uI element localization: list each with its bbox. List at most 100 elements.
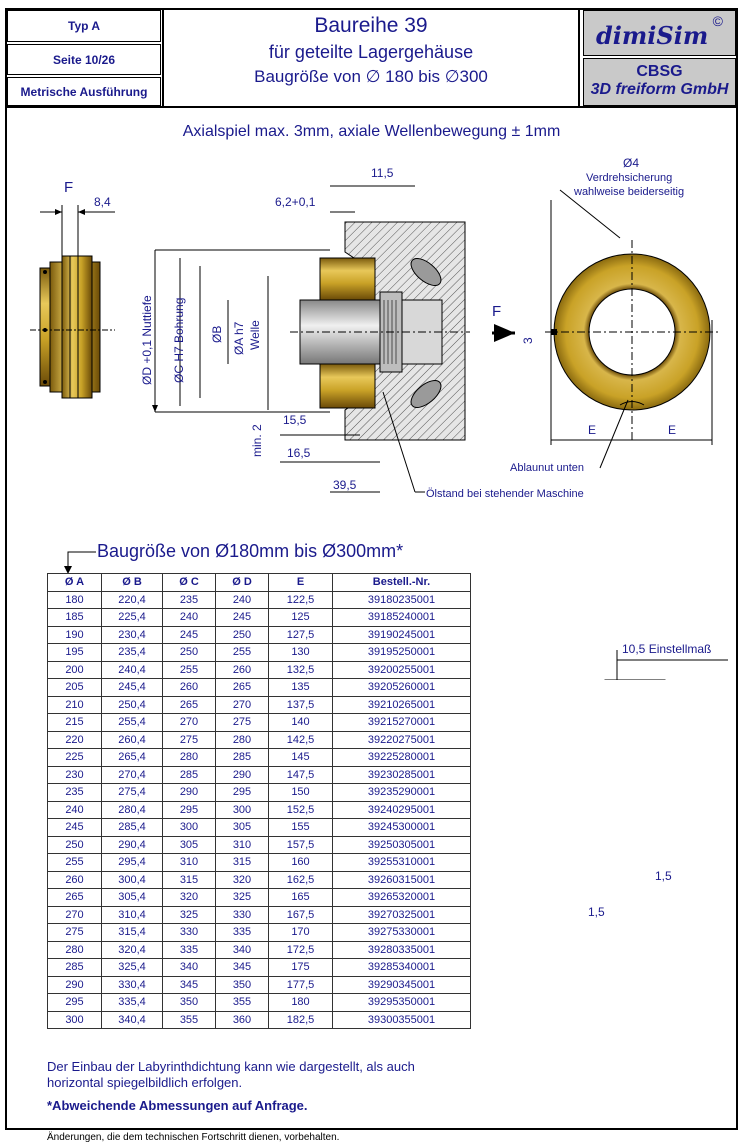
table-cell: 122,5 <box>268 590 333 609</box>
side-force-label: F <box>64 179 74 196</box>
table-cell: 157,5 <box>268 835 333 854</box>
table-cell: 245,4 <box>101 678 163 697</box>
table-cell: 132,5 <box>268 660 333 679</box>
table-cell: 240 <box>162 608 216 627</box>
table-cell: 240,4 <box>101 660 163 679</box>
table-cell: 280 <box>47 940 102 959</box>
table-cell: 270 <box>215 695 269 714</box>
table-cell: 39275330001 <box>332 923 471 942</box>
variant-cell: Metrische Ausführung <box>7 77 161 106</box>
logo-brand: dimiSim <box>596 21 709 50</box>
col-header-order: Bestell.-Nr. <box>332 573 471 592</box>
table-cell: 305,4 <box>101 888 163 907</box>
detail-view <box>604 650 728 680</box>
table-cell: 300 <box>162 818 216 837</box>
table-cell: 137,5 <box>268 695 333 714</box>
table-cell: 310,4 <box>101 905 163 924</box>
logo-company-2: 3D freiform GmbH <box>590 81 729 98</box>
table-cell: 315 <box>162 870 216 889</box>
table-cell: 39220275001 <box>332 730 471 749</box>
page-subtitle-2: Baugröße von ∅ 180 bis ∅300 <box>254 67 488 86</box>
table-cell: 39250305001 <box>332 835 471 854</box>
table-cell: 335 <box>215 923 269 942</box>
table-cell: 167,5 <box>268 905 333 924</box>
table-cell: 180 <box>268 993 333 1012</box>
table-cell: 260 <box>162 678 216 697</box>
table-cell: 290 <box>162 783 216 802</box>
table-cell: 260,4 <box>101 730 163 749</box>
table-cell: 320 <box>215 870 269 889</box>
label-dia-B: ØB <box>210 325 224 343</box>
label-dia-C: ØC H7 Bohrung <box>172 297 186 383</box>
table-cell: 155 <box>268 818 333 837</box>
col-header-C: Ø C <box>162 573 216 592</box>
table-cell: 335,4 <box>101 993 163 1012</box>
table-cell: 250 <box>47 835 102 854</box>
table-cell: 265 <box>162 695 216 714</box>
table-cell: 177,5 <box>268 975 333 994</box>
detail-dim-1: 1,5 <box>655 869 672 883</box>
table-cell: 265 <box>47 888 102 907</box>
table-cell: 190 <box>47 625 102 644</box>
table-cell: 315 <box>215 853 269 872</box>
col-header-D: Ø D <box>215 573 269 592</box>
logo-company-box: CBSG 3D freiform GmbH <box>583 58 736 106</box>
table-cell: 39230285001 <box>332 765 471 784</box>
table-cell: 290 <box>215 765 269 784</box>
table-cell: 145 <box>268 748 333 767</box>
table-cell: 340 <box>162 958 216 977</box>
table-cell: 39285340001 <box>332 958 471 977</box>
dim-11-5: 11,5 <box>371 166 394 180</box>
table-cell: 270 <box>162 713 216 732</box>
table-cell: 300,4 <box>101 870 163 889</box>
table-cell: 340 <box>215 940 269 959</box>
table-cell: 39240295001 <box>332 800 471 819</box>
dim-E-right: E <box>668 423 677 437</box>
table-cell: 295,4 <box>101 853 163 872</box>
dim-3: 3 <box>521 337 535 344</box>
table-cell: 39225280001 <box>332 748 471 767</box>
table-cell: 280 <box>162 748 216 767</box>
table-cell: 140 <box>268 713 333 732</box>
table-cell: 205 <box>47 678 102 697</box>
table-cell: 355 <box>215 993 269 1012</box>
table-cell: 39265320001 <box>332 888 471 907</box>
table-cell: 130 <box>268 643 333 662</box>
table-cell: 39290345001 <box>332 975 471 994</box>
dim-39-5: 39,5 <box>333 478 357 492</box>
table-cell: 305 <box>215 818 269 837</box>
table-cell: 200 <box>47 660 102 679</box>
table-cell: 125 <box>268 608 333 627</box>
table-cell: 230 <box>47 765 102 784</box>
pin-note-2: wahlweise beiderseitig <box>574 186 685 198</box>
table-cell: 170 <box>268 923 333 942</box>
table-cell: 185 <box>47 608 102 627</box>
label-shaft: Welle <box>248 320 262 350</box>
table-cell: 265 <box>215 678 269 697</box>
dim-E-left: E <box>588 423 597 437</box>
table-cell: 265,4 <box>101 748 163 767</box>
table-cell: 220,4 <box>101 590 163 609</box>
type-cell: Typ A <box>7 10 161 42</box>
table-cell: 147,5 <box>268 765 333 784</box>
table-cell: 335 <box>162 940 216 959</box>
table-cell: 160 <box>268 853 333 872</box>
table-cell: 220 <box>47 730 102 749</box>
col-header-E: E <box>268 573 333 592</box>
table-cell: 165 <box>268 888 333 907</box>
table-cell: 280 <box>215 730 269 749</box>
page-label: Seite 10/26 <box>52 52 116 67</box>
table-title: Baugröße von Ø180mm bis Ø300mm* <box>97 541 404 561</box>
table-cell: 250 <box>162 643 216 662</box>
side-width-dim: 8,4 <box>94 195 111 209</box>
side-view <box>30 205 115 399</box>
